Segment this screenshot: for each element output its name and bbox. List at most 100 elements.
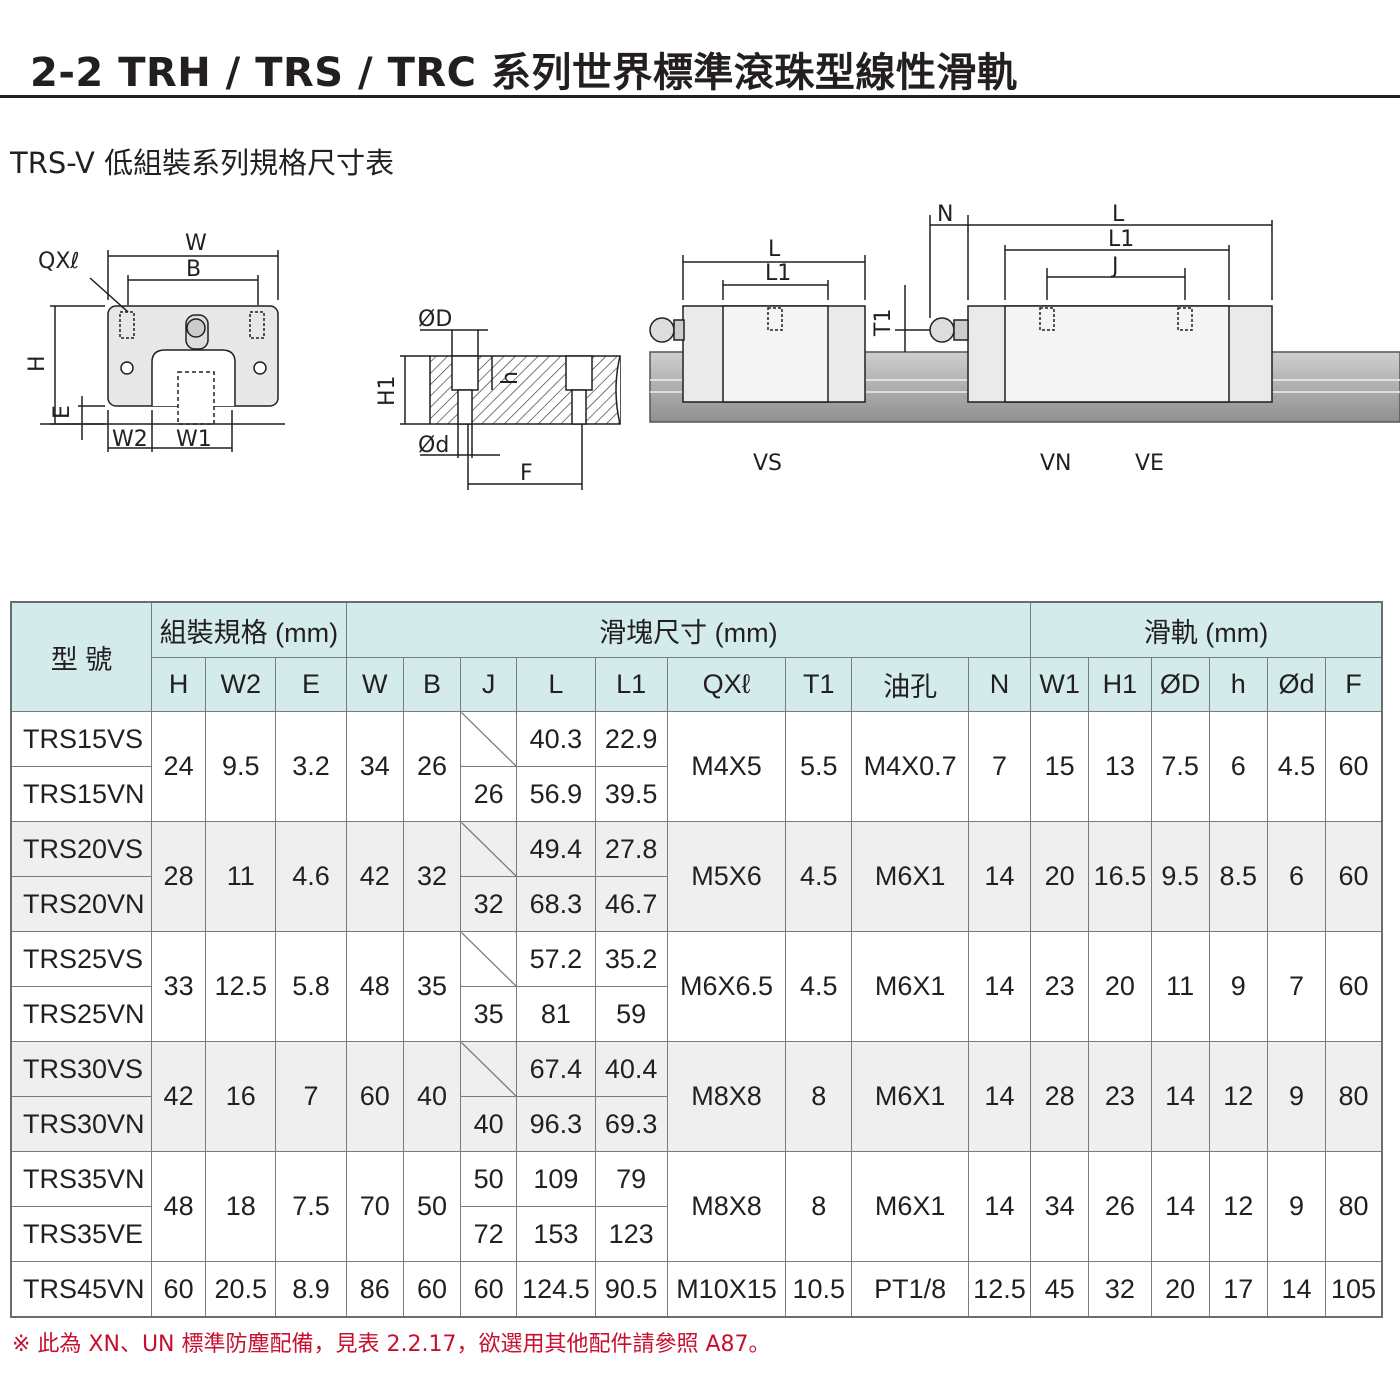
cell-h: 33 [150,931,207,1042]
cell-h: 60 [150,1261,207,1318]
cell-h1: 20 [1088,931,1152,1042]
cell-n: 14 [967,931,1032,1042]
cell-n: 7 [967,711,1032,822]
cell-w: 34 [345,711,404,822]
cell-j-empty [460,931,518,987]
cell-l1: 59 [594,986,668,1042]
cell-n: 14 [967,1151,1032,1262]
cell-h: 24 [150,711,207,822]
dim-l1-vn: L1 [1108,227,1134,252]
cell-w: 86 [345,1261,404,1318]
col-header: 油孔 [851,657,969,712]
col-header: W1 [1030,657,1090,712]
cell-od: 4.5 [1266,711,1327,822]
cell-b: 50 [402,1151,462,1262]
cell-h: 8.5 [1208,821,1268,932]
cell-h1: 32 [1088,1261,1152,1318]
dim-w2: W2 [112,427,148,452]
cell-e: 4.6 [275,821,347,932]
cell-l: 109 [516,1151,596,1207]
cell-l: 57.2 [516,931,596,987]
cell-b: 35 [402,931,462,1042]
cell-t1: 4.5 [785,931,853,1042]
col-header: T1 [785,657,853,712]
col-header: QXℓ [666,657,787,712]
col-header: L1 [594,657,668,712]
label-vs: VS [753,451,782,476]
cell-h1: 26 [1088,1151,1152,1262]
cell-l1: 123 [594,1206,668,1262]
cell-oil: M6X1 [851,821,969,932]
cell-e: 7 [275,1041,347,1152]
col-header: F [1325,657,1383,712]
cell-w1: 34 [1030,1151,1090,1262]
cell-qxl: M8X8 [666,1041,787,1152]
cell-n: 14 [967,1041,1032,1152]
cell-l1: 22.9 [594,711,668,767]
cell-w2: 11 [205,821,277,932]
cell-n: 14 [967,821,1032,932]
dim-t1: T1 [871,309,896,337]
cell-w2: 18 [205,1151,277,1262]
cell-e: 8.9 [275,1261,347,1318]
cell-l: 68.3 [516,876,596,932]
cell-w2: 16 [205,1041,277,1152]
model-cell: TRS30VN [10,1096,152,1152]
cell-h: 12 [1208,1151,1268,1262]
cell-h: 12 [1208,1041,1268,1152]
cell-f: 60 [1325,931,1383,1042]
cell-l: 124.5 [516,1261,596,1318]
col-header: ØD [1150,657,1210,712]
cell-f: 80 [1325,1151,1383,1262]
dim-f: F [520,461,533,486]
cell-od: 11 [1150,931,1210,1042]
dim-w: W [185,231,207,256]
cell-w2: 9.5 [205,711,277,822]
cell-h: 28 [150,821,207,932]
cell-j: 35 [460,986,518,1042]
cell-j: 50 [460,1151,518,1207]
label-vn: VN [1040,451,1072,476]
cell-qxl: M6X6.5 [666,931,787,1042]
dim-od: ØD [418,307,452,332]
cell-od: 14 [1150,1041,1210,1152]
cell-od: 20 [1150,1261,1210,1318]
model-cell: TRS25VS [10,931,152,987]
cell-h: 48 [150,1151,207,1262]
col-header: E [275,657,347,712]
cell-w: 70 [345,1151,404,1262]
cell-f: 60 [1325,711,1383,822]
cell-b: 32 [402,821,462,932]
cell-j-empty [460,711,518,767]
col-header: Ød [1266,657,1327,712]
cell-l1: 39.5 [594,766,668,822]
model-cell: TRS20VS [10,821,152,877]
cell-od: 14 [1150,1151,1210,1262]
cell-h: 6 [1208,711,1268,822]
cell-l1: 69.3 [594,1096,668,1152]
cell-oil: M4X0.7 [851,711,969,822]
cell-l1: 27.8 [594,821,668,877]
cell-j: 32 [460,876,518,932]
model-cell: TRS15VS [10,711,152,767]
label-ve: VE [1135,451,1164,476]
dim-h-small: h [498,371,523,385]
model-cell: TRS25VN [10,986,152,1042]
cell-t1: 10.5 [785,1261,853,1318]
cell-w1: 28 [1030,1041,1090,1152]
cell-h: 42 [150,1041,207,1152]
col-header: H1 [1088,657,1152,712]
cell-j: 26 [460,766,518,822]
cell-b: 40 [402,1041,462,1152]
cell-h: 17 [1208,1261,1268,1318]
title-divider [0,95,1400,98]
cell-j: 60 [460,1261,518,1318]
header-assembly: 組裝規格 (mm) [150,601,347,658]
dim-j: J [1110,254,1119,279]
spec-table: 型 號 組裝規格 (mm) 滑塊尺寸 (mm) 滑軌 (mm) H W2 E W… [10,601,1383,1318]
dim-l1-vs: L1 [765,261,791,286]
cell-l1: 46.7 [594,876,668,932]
